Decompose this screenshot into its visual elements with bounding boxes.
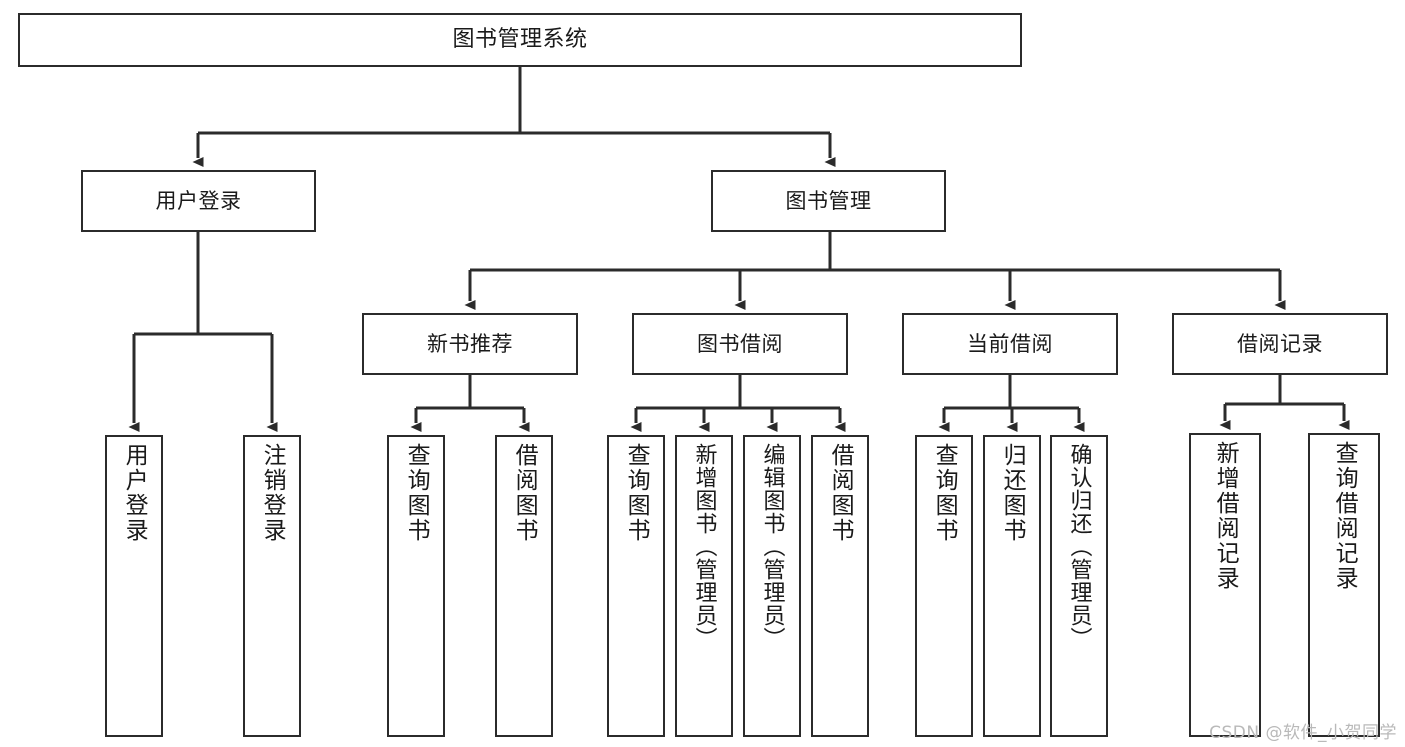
node-borrow-record[interactable]: 借阅记录 <box>1172 313 1388 375</box>
leaf-record-query-record[interactable]: 查询借阅记录 <box>1308 433 1380 737</box>
leaf-user-login-login[interactable]: 用户登录 <box>105 435 163 737</box>
node-label: 图书管理 <box>785 188 872 213</box>
node-label: 新书推荐 <box>427 331 513 356</box>
node-label: 查询图书 <box>403 443 430 543</box>
node-book-borrow[interactable]: 图书借阅 <box>632 313 848 375</box>
leaf-current-confirm-return-admin[interactable]: 确认归还（管理员） <box>1050 435 1108 737</box>
node-label: 图书管理系统 <box>452 27 588 53</box>
node-new-book-recommend[interactable]: 新书推荐 <box>362 313 578 375</box>
node-label: 编辑图书（管理员） <box>759 443 785 650</box>
node-label: 用户登录 <box>121 443 148 543</box>
node-current-borrow[interactable]: 当前借阅 <box>902 313 1118 375</box>
leaf-recommend-query-book[interactable]: 查询图书 <box>387 435 445 737</box>
node-label: 新增借阅记录 <box>1212 441 1239 591</box>
node-label: 借阅图书 <box>511 443 538 543</box>
leaf-recommend-borrow-book[interactable]: 借阅图书 <box>495 435 553 737</box>
leaf-borrow-edit-book-admin[interactable]: 编辑图书（管理员） <box>743 435 801 737</box>
leaf-borrow-query-book[interactable]: 查询图书 <box>607 435 665 737</box>
leaf-record-add-record[interactable]: 新增借阅记录 <box>1189 433 1261 737</box>
watermark: CSDN @软件_小贺同学 <box>1209 723 1397 743</box>
node-user-login[interactable]: 用户登录 <box>81 170 316 232</box>
leaf-borrow-add-book-admin[interactable]: 新增图书（管理员） <box>675 435 733 737</box>
node-label: 注销登录 <box>259 443 286 543</box>
leaf-current-query-book[interactable]: 查询图书 <box>915 435 973 737</box>
node-label: 查询借阅记录 <box>1331 441 1358 591</box>
node-root-system[interactable]: 图书管理系统 <box>18 13 1022 67</box>
leaf-borrow-borrow-book[interactable]: 借阅图书 <box>811 435 869 737</box>
node-label: 当前借阅 <box>967 331 1053 356</box>
node-label: 查询图书 <box>623 443 650 543</box>
node-label: 借阅记录 <box>1237 331 1323 356</box>
node-book-management[interactable]: 图书管理 <box>711 170 946 232</box>
node-label: 借阅图书 <box>827 443 854 543</box>
node-label: 归还图书 <box>999 443 1026 543</box>
node-label: 新增图书（管理员） <box>691 443 717 650</box>
node-label: 查询图书 <box>931 443 958 543</box>
node-label: 图书借阅 <box>697 331 783 356</box>
leaf-current-return-book[interactable]: 归还图书 <box>983 435 1041 737</box>
node-label: 用户登录 <box>155 188 242 213</box>
leaf-user-login-logout[interactable]: 注销登录 <box>243 435 301 737</box>
node-label: 确认归还（管理员） <box>1066 443 1092 650</box>
